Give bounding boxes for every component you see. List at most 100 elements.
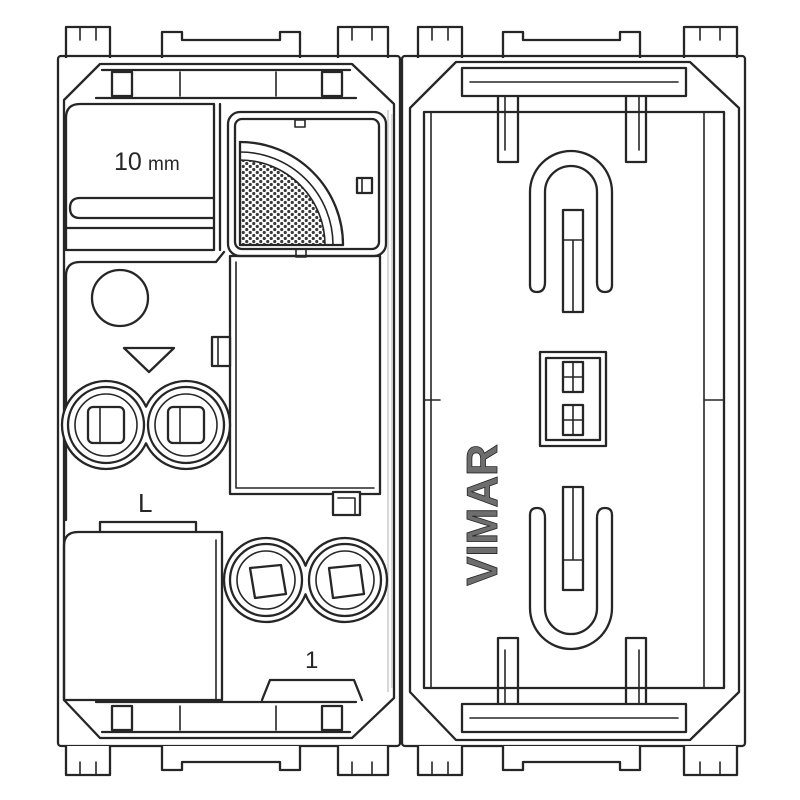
relay-bottom-tab-inner — [337, 497, 356, 516]
lower-box-outline — [62, 530, 224, 702]
lower-box-ledge — [98, 520, 198, 534]
clip-hanger — [624, 94, 648, 164]
right-module-bottom-tabs — [416, 746, 739, 777]
spring-slot-detail — [562, 239, 584, 313]
tab-slits — [431, 26, 449, 41]
led-window — [90, 268, 150, 328]
left-top-clip — [94, 68, 358, 100]
strip-length-value: 10 — [114, 148, 142, 176]
clip-catch — [320, 704, 344, 732]
terminal-pair-1[interactable] — [222, 536, 389, 624]
terminal-ring — [146, 385, 226, 465]
clip-bar — [460, 66, 688, 98]
clip-hanger — [624, 636, 648, 706]
tab-bottom-right — [682, 746, 739, 777]
clip-slot — [179, 71, 277, 97]
relay-block — [210, 254, 382, 517]
terminal-divider — [99, 406, 181, 444]
tab-top-left — [416, 25, 464, 58]
tab-bottom-center — [501, 746, 642, 772]
spring-arch-outer — [528, 149, 614, 287]
terminal-ring-inner — [74, 393, 138, 457]
right-bottom-clip — [460, 636, 688, 734]
terminal-ring-inner — [315, 550, 375, 610]
terminal-pair-l[interactable] — [60, 379, 232, 471]
terminal-1-label: 1 — [305, 647, 318, 674]
right-module-chamfer-frame — [408, 60, 741, 742]
sensor-lens-arc — [239, 151, 334, 246]
clip-slot — [179, 705, 277, 731]
left-module-top-tabs — [64, 25, 390, 58]
spring-slot-detail — [562, 486, 584, 561]
relay-block-outline — [228, 254, 382, 496]
relay-block-inner-edge — [235, 261, 375, 489]
right-inner-frame — [422, 110, 726, 690]
upper-contact-spring — [528, 149, 614, 314]
tab-slits — [79, 26, 97, 41]
clip-bar — [94, 68, 358, 100]
left-module-bottom-tabs — [64, 746, 390, 777]
tab-slits — [351, 761, 373, 776]
strip-gauge-bar — [68, 196, 216, 220]
sensor-block — [226, 110, 388, 258]
tab-bottom-right — [336, 746, 390, 777]
terminal-l-label: L — [138, 488, 152, 518]
right-module-top-tabs — [416, 25, 739, 58]
lower-left-box — [62, 520, 224, 702]
tab-slits — [431, 761, 449, 776]
spring-cup-outer — [528, 513, 614, 651]
clip-bar — [94, 700, 358, 734]
strip-gauge-outline — [64, 102, 216, 252]
terminal-1-base — [260, 678, 364, 702]
relay-side-tab — [210, 335, 232, 368]
connector-inner — [544, 356, 602, 442]
brand-logo-text: VIMAR — [458, 444, 507, 586]
connector-pin-detail — [562, 361, 584, 436]
sensor-side-tab — [355, 176, 374, 195]
spring-foot — [528, 280, 614, 294]
strip-length-unit: mm — [148, 154, 180, 175]
terminal-pair-outline — [60, 379, 232, 471]
terminal-ring-inner — [236, 550, 296, 610]
arrow-down-icon — [122, 346, 176, 374]
left-module-shadow-line — [387, 110, 393, 692]
tab-slits — [699, 26, 721, 41]
sensor-lens-frame — [238, 140, 345, 247]
right-module: VIMAR — [400, 25, 747, 777]
right-top-clip — [460, 66, 688, 164]
strip-gauge-box: 10 mm — [64, 102, 222, 252]
terminal-screw-opening[interactable] — [86, 405, 126, 445]
terminal-ring — [228, 542, 304, 618]
tab-slits — [351, 26, 373, 41]
tab-slits — [79, 761, 97, 776]
terminal-ring — [307, 542, 383, 618]
terminal-ring — [66, 385, 146, 465]
terminal-screw-opening[interactable] — [248, 563, 288, 600]
tab-bottom-left — [416, 746, 464, 777]
clip-catch — [110, 70, 134, 98]
sensor-notch — [294, 119, 306, 128]
terminal-screw-opening[interactable] — [166, 405, 206, 445]
left-module-chamfer-frame — [62, 62, 396, 740]
spring-cup-inner — [543, 516, 599, 636]
spring-foot — [528, 506, 614, 520]
right-inner-rails — [430, 111, 705, 689]
clip-catch — [110, 704, 134, 732]
spring-arch-inner — [543, 164, 599, 284]
sensor-lens-arc — [238, 140, 345, 247]
left-bottom-clip — [94, 700, 358, 734]
center-connector — [538, 350, 608, 448]
relay-bottom-tab — [331, 490, 362, 517]
tab-top-center — [501, 30, 642, 58]
right-module-body — [400, 54, 747, 748]
sensor-inner — [233, 117, 381, 251]
clip-bar — [460, 702, 688, 734]
sensor-grill — [239, 159, 326, 246]
terminal-screw-opening[interactable] — [327, 563, 366, 600]
clip-hanger — [496, 636, 520, 706]
left-module: 10 mm — [56, 25, 402, 777]
connector-outer — [538, 350, 608, 448]
tab-slits — [699, 761, 721, 776]
lower-contact-spring — [528, 485, 614, 651]
